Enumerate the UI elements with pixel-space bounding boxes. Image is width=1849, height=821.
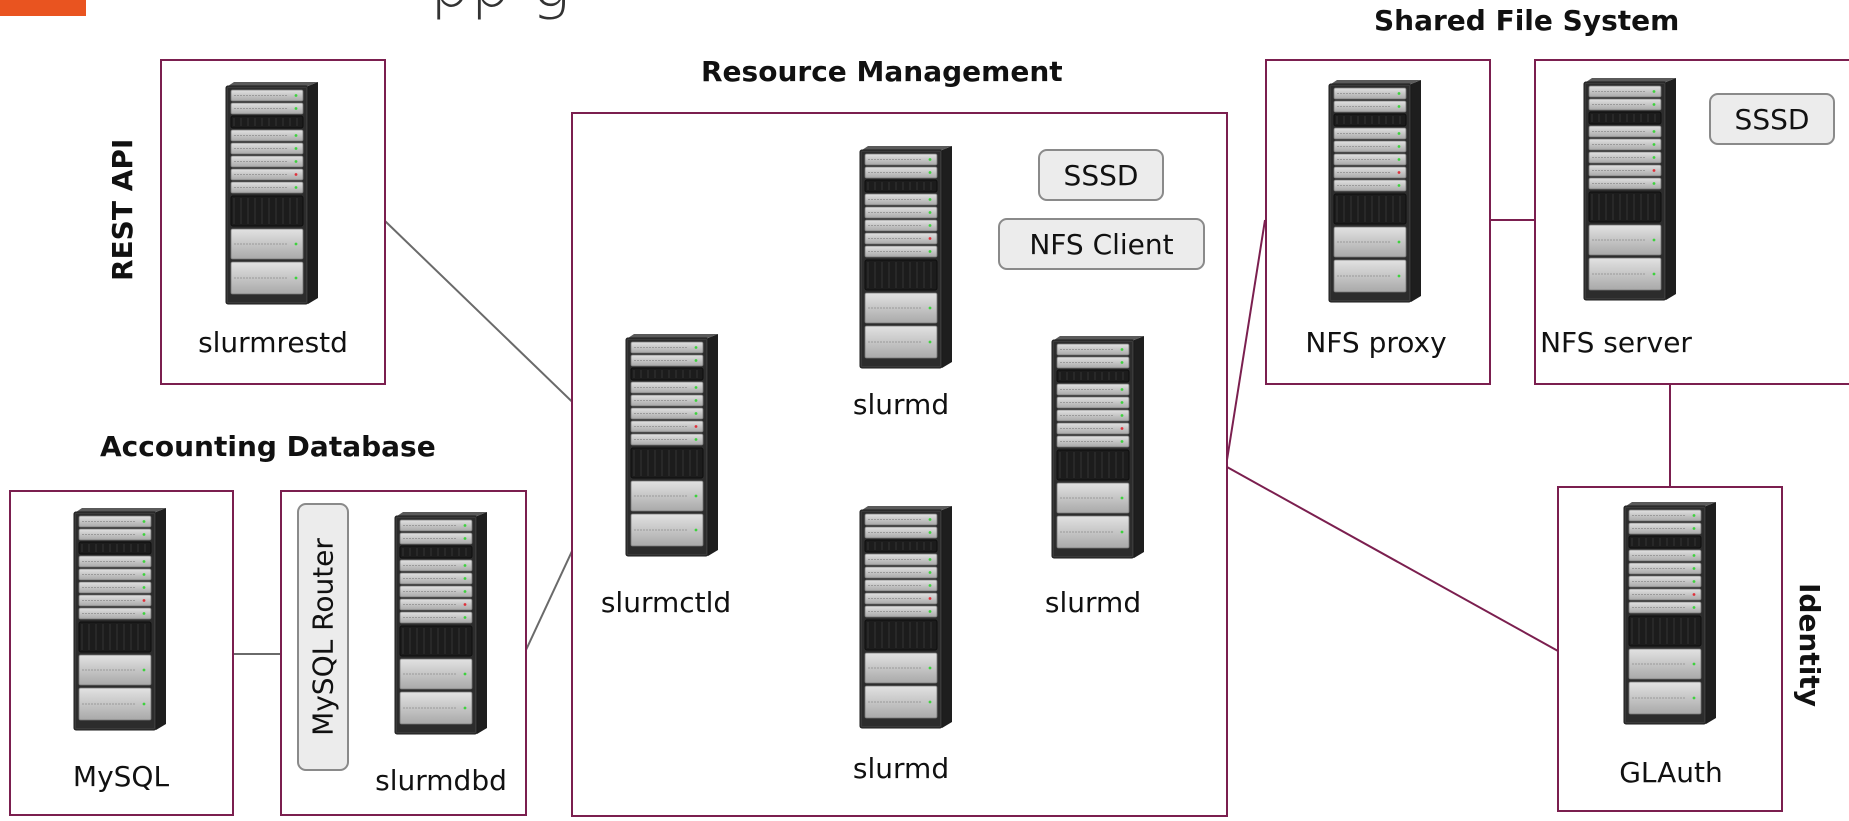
server-rack-icon bbox=[858, 506, 954, 735]
server-rack-icon bbox=[1050, 336, 1146, 565]
node-label-slurmd-bottom: slurmd bbox=[852, 752, 950, 785]
node-label-slurmdbd: slurmdbd bbox=[375, 764, 507, 797]
node-label-nfs-server: NFS server bbox=[1540, 326, 1692, 359]
node-label-slurmctld: slurmctld bbox=[600, 586, 732, 619]
server-rack-icon bbox=[393, 512, 489, 741]
server-rack-icon bbox=[1582, 78, 1678, 307]
group-title-identity: Identity bbox=[1793, 582, 1826, 707]
brand-accent-bar bbox=[0, 0, 86, 16]
node-label-slurmrestd: slurmrestd bbox=[198, 326, 348, 359]
server-rack-icon bbox=[224, 82, 320, 311]
node-label-glauth: GLAuth bbox=[1619, 756, 1723, 789]
group-title-accounting-database: Accounting Database bbox=[100, 430, 436, 463]
node-label-slurmd-top: slurmd bbox=[852, 388, 950, 421]
sssd-tag-nfs-server: SSSD bbox=[1709, 93, 1835, 145]
server-rack-icon bbox=[1327, 80, 1423, 309]
server-rack-icon bbox=[1622, 502, 1718, 731]
node-label-mysql: MySQL bbox=[72, 760, 170, 793]
group-title-shared-file-system: Shared File System bbox=[1374, 4, 1680, 37]
mysql-router-label: MySQL Router bbox=[306, 538, 340, 736]
node-label-nfs-proxy: NFS proxy bbox=[1305, 326, 1447, 359]
slide-title-fragment: pp g bbox=[430, 0, 570, 22]
nfs-client-tag: NFS Client bbox=[998, 218, 1205, 270]
server-rack-icon bbox=[858, 146, 954, 375]
server-rack-icon bbox=[72, 508, 168, 737]
sssd-tag-compute: SSSD bbox=[1038, 149, 1164, 201]
node-label-slurmd-right: slurmd bbox=[1044, 586, 1142, 619]
server-rack-icon bbox=[624, 334, 720, 563]
group-title-resource-management: Resource Management bbox=[701, 55, 1063, 88]
group-title-rest-api: REST API bbox=[106, 138, 139, 281]
link-rm-glauth bbox=[1226, 466, 1559, 652]
mysql-router-tag: MySQL Router bbox=[297, 503, 349, 771]
link-rm-nfs-proxy bbox=[1226, 219, 1266, 461]
